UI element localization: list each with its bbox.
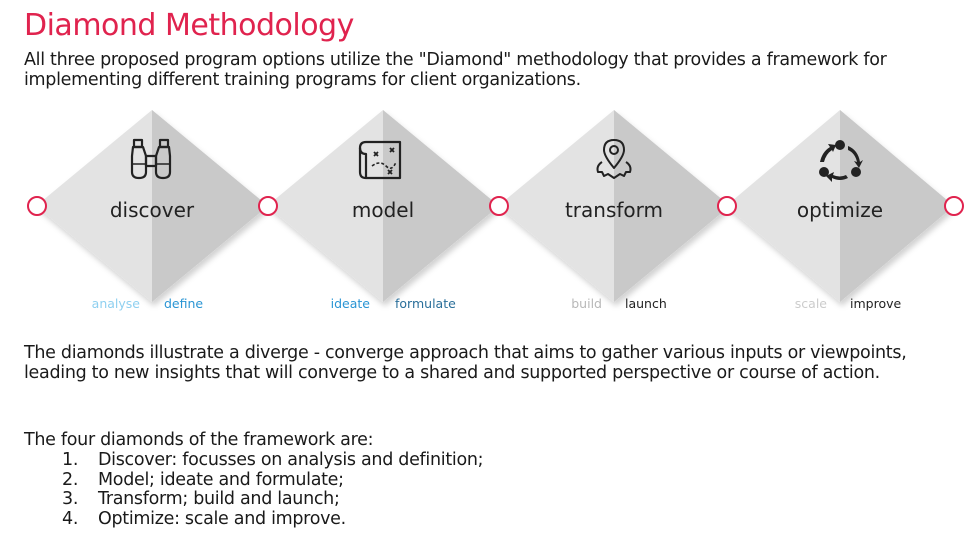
list-item-text: Model; ideate and formulate; xyxy=(98,469,344,490)
phase-formulate: formulate xyxy=(395,296,456,311)
binoculars-icon xyxy=(130,138,172,180)
list-item-text: Optimize: scale and improve. xyxy=(98,508,346,529)
stage-label-transform: transform xyxy=(564,198,664,222)
list-item: 1. Discover: focusses on analysis and def… xyxy=(62,450,484,471)
phase-launch: launch xyxy=(625,296,667,311)
list-item-number: 2. xyxy=(62,469,79,490)
phase-define: define xyxy=(164,296,204,311)
intro-paragraph: All three proposed program options utili… xyxy=(24,50,887,90)
list-item-number: 4. xyxy=(62,508,79,529)
list-intro: The four diamonds of the framework are: xyxy=(24,430,374,450)
map-icon xyxy=(358,140,402,180)
phase-ideate: ideate xyxy=(330,296,370,311)
body-paragraph: The diamonds illustrate a diverge - conv… xyxy=(24,343,907,383)
diamond-diagram: discover model transform optimize analys… xyxy=(0,110,967,320)
list-item-number: 3. xyxy=(62,489,79,509)
phase-improve: improve xyxy=(850,296,902,311)
phase-scale: scale xyxy=(794,296,827,311)
steps-list: 1. Discover: focusses on analysis and def… xyxy=(62,450,484,530)
diamond-discover xyxy=(36,110,268,302)
diamond-model xyxy=(267,110,499,302)
phase-analyse: analyse xyxy=(91,296,140,311)
connector-ring-3 xyxy=(489,196,509,216)
list-item: 4. Optimize: scale and improve. xyxy=(62,508,483,530)
phase-build: build xyxy=(571,296,602,311)
stage-label-discover: discover xyxy=(109,198,195,222)
list-item: 3. Transform; build and launch; xyxy=(62,489,483,510)
connector-ring-4 xyxy=(717,196,737,216)
diamond-graphic xyxy=(27,110,964,302)
location-gear-icon xyxy=(596,139,632,179)
connector-ring-2 xyxy=(258,196,278,216)
connector-ring-5 xyxy=(944,196,964,216)
diamond-optimize xyxy=(726,110,954,302)
diamond-transform xyxy=(498,110,730,302)
list-item-text: Transform; build and launch; xyxy=(98,489,340,509)
cycle-arrows-icon xyxy=(819,140,863,182)
stage-label-optimize: optimize xyxy=(796,198,884,222)
connector-ring-1 xyxy=(27,196,47,216)
stage-label-model: model xyxy=(351,198,415,222)
list-item-text: Discover: focusses on analysis and defin… xyxy=(98,450,484,470)
connector-rings xyxy=(27,196,964,216)
list-item-number: 1. xyxy=(62,450,79,470)
page-title: Diamond Methodology xyxy=(24,8,354,43)
list-item: 2. Model; ideate and formulate; xyxy=(62,469,483,491)
